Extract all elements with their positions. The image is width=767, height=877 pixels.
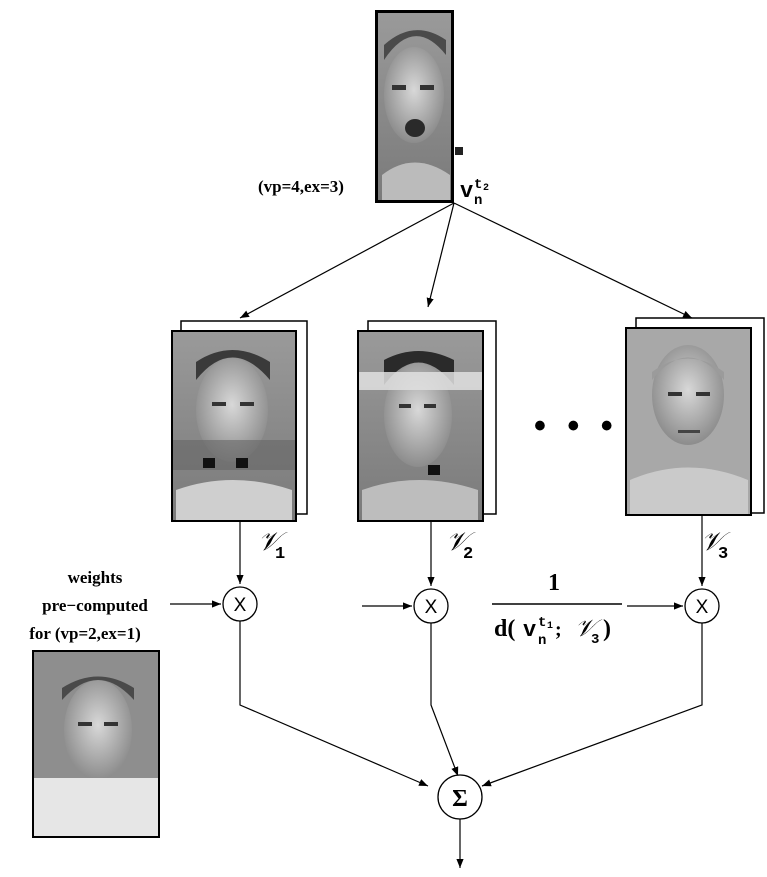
- svg-text:3: 3: [718, 545, 728, 564]
- svg-text:for (vp=2,ex=1): for (vp=2,ex=1): [29, 624, 141, 643]
- arrow-mult2-to-sum: [430, 623, 459, 777]
- gallery-label-2: 𝒱 2: [446, 527, 476, 564]
- svg-text:X: X: [425, 597, 438, 618]
- svg-text:n: n: [474, 193, 482, 209]
- svg-text:1: 1: [547, 621, 553, 632]
- svg-text:weights: weights: [68, 568, 123, 587]
- svg-text:): ): [603, 616, 611, 642]
- svg-text:1: 1: [548, 570, 560, 596]
- arrow-top-to-v3: [453, 202, 693, 319]
- svg-text:t: t: [474, 177, 482, 193]
- multiply-node-1: X: [222, 586, 258, 622]
- sum-node: Σ: [437, 774, 483, 820]
- gallery-stack-1: [171, 320, 308, 522]
- svg-text:X: X: [696, 597, 709, 618]
- arrow-top-to-v1: [239, 202, 455, 319]
- svg-text:;: ;: [555, 619, 562, 641]
- gallery-label-1: 𝒱 1: [258, 527, 288, 564]
- svg-text:v: v: [523, 618, 536, 643]
- svg-text:2: 2: [463, 545, 473, 564]
- svg-text:n: n: [538, 633, 546, 649]
- svg-text:X: X: [234, 595, 247, 616]
- svg-text:1: 1: [275, 545, 285, 564]
- arrow-mult1-to-sum: [239, 621, 429, 787]
- svg-text:d(: d(: [494, 616, 515, 642]
- gallery-label-3: 𝒱 3: [701, 527, 731, 564]
- arrow-top-to-v2: [426, 202, 455, 308]
- svg-text:Σ: Σ: [452, 786, 468, 812]
- probe-face-image: [32, 650, 160, 838]
- multiply-node-2: X: [413, 588, 449, 624]
- top-face-image: [375, 10, 463, 203]
- arrow-mult3-to-sum: [481, 623, 703, 787]
- ellipsis: • • •: [534, 407, 619, 445]
- top-caption: (vp=4,ex=3): [258, 177, 344, 196]
- svg-text:t: t: [538, 615, 546, 631]
- top-vector-label: v n t 2: [460, 177, 489, 209]
- weights-label: weights pre−computed for (vp=2,ex=1): [29, 568, 148, 643]
- svg-text:pre−computed: pre−computed: [42, 596, 148, 615]
- gallery-stack-2: [357, 320, 497, 522]
- weight-fraction: 1 d( v n t 1 ; 𝒱 3 ): [492, 570, 622, 649]
- multiply-node-3: X: [684, 588, 720, 624]
- svg-text:2: 2: [483, 183, 489, 194]
- svg-text:3: 3: [591, 632, 599, 648]
- gallery-stack-3: [625, 317, 765, 516]
- svg-text:v: v: [460, 179, 473, 204]
